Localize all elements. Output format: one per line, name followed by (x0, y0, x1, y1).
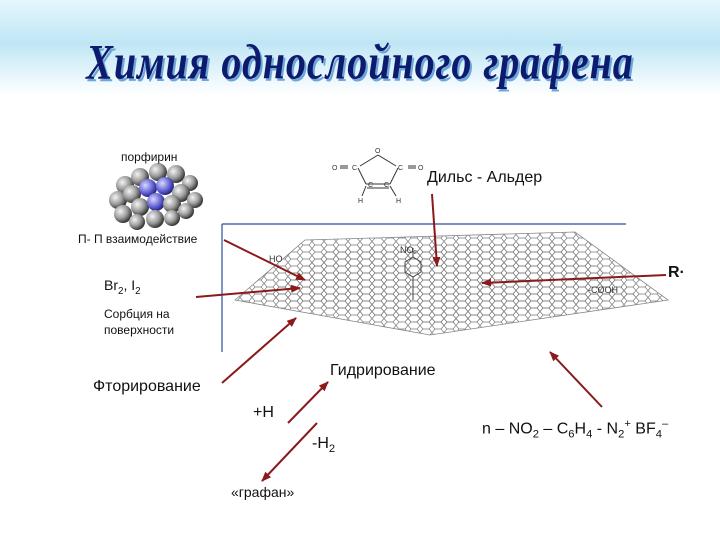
pi-pi-label: П- П взаимодействие (78, 232, 198, 246)
dz-p1: n – NO (482, 420, 533, 438)
porphyrin-label: порфирин (121, 150, 178, 164)
dz-p4: - N (592, 420, 619, 438)
arrow-dehydrogenation (261, 422, 318, 482)
iodine-subscript: 2 (135, 285, 141, 297)
dz-p5: BF (630, 420, 656, 438)
sorption-line2: поверхности (104, 323, 175, 337)
dz-plus: + (624, 418, 631, 430)
atom-o-left: O (332, 165, 338, 172)
plus-h-label: +H (253, 404, 274, 421)
maleic-anhydride-structure (340, 154, 416, 197)
page-title: Химия однослойного графена (86, 33, 634, 90)
atom-h-left: H (358, 198, 363, 205)
diazonium-label: n – NO2 – C6H4 - N2+ BF4– (482, 418, 668, 441)
dz-p2: – C (538, 420, 569, 438)
atom-c-left: C (352, 165, 357, 172)
atom-c-lower-right: C (384, 182, 389, 189)
arrow-diels-alder (431, 193, 441, 267)
iodine: I (131, 277, 136, 293)
dz-s5: 4 (655, 428, 662, 441)
hydrogenation-label: Гидрирование (330, 362, 436, 379)
ho-label: HO (269, 254, 283, 264)
atom-o-top: O (375, 148, 381, 155)
halogens-label: Br2, I2 (104, 277, 141, 297)
arrow-halogens (195, 284, 301, 298)
no2-label: NO₂ (400, 245, 418, 255)
graphene-sheet (234, 231, 670, 336)
arrow-hydrogenation (287, 381, 329, 424)
radical-label: R· (668, 264, 685, 281)
graphane-label: «графан» (231, 484, 295, 500)
minus-h-subscript: 2 (328, 443, 336, 456)
minus-h-base: -H (312, 435, 329, 452)
dz-s1: 2 (532, 428, 539, 441)
fluorination-label: Фторирование (93, 378, 201, 395)
title-background (0, 0, 720, 95)
diels-alder-label: Дильс - Альдер (427, 169, 543, 186)
porphyrin-model (109, 163, 203, 230)
arrow-radical (481, 274, 667, 287)
nitrophenyl-group (404, 248, 422, 300)
arrow-fluorination (221, 317, 297, 384)
anhydride-atom-labels: O O O C C C C H H (332, 148, 424, 205)
minus-h2-label: -H2 (312, 435, 335, 455)
arrow-pi-pi (223, 239, 306, 281)
sorption-line1: Сорбция на (104, 307, 170, 321)
dz-s2: 6 (568, 428, 575, 441)
dz-s4: 2 (618, 428, 625, 441)
dz-minus: – (661, 418, 669, 430)
dz-s3: 4 (586, 428, 593, 441)
atom-c-lower-left: C (368, 182, 373, 189)
arrow-diazonium (549, 351, 603, 408)
atom-h-right: H (396, 198, 401, 205)
atom-c-right: C (398, 165, 403, 172)
halogen-separator: , (123, 277, 132, 293)
bromine: Br (104, 277, 118, 293)
reaction-arrows (195, 193, 667, 482)
dz-p3: H (574, 420, 587, 438)
cooh-label: -COOH (588, 285, 618, 295)
bromine-subscript: 2 (118, 285, 124, 297)
atom-o-right: O (418, 165, 424, 172)
